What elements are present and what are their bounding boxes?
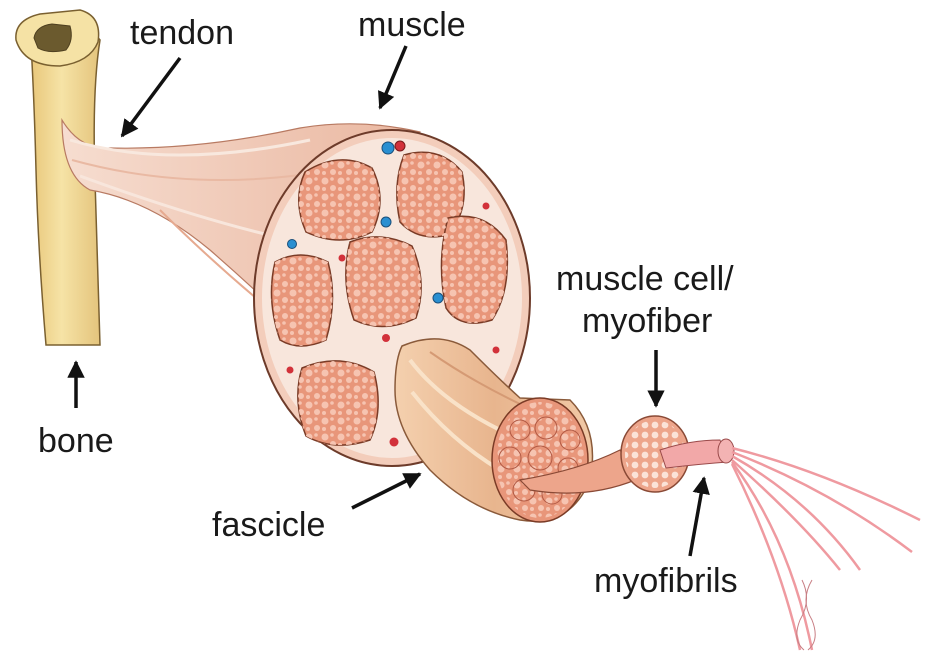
tendon-label: tendon	[130, 14, 234, 52]
muscle-cell-label-line1: muscle cell/	[556, 260, 734, 298]
myofibrils-illustration	[660, 439, 920, 650]
myofibrils-arrow	[690, 478, 704, 556]
tendon-arrow	[122, 58, 180, 136]
myofibrils-label: myofibrils	[594, 562, 738, 600]
muscle-arrow	[380, 46, 406, 108]
fascicle-arrow	[352, 474, 420, 508]
muscle-label: muscle	[358, 6, 466, 44]
bone-label: bone	[38, 422, 114, 460]
fascicle-label: fascicle	[212, 506, 325, 544]
muscle-cell-label-line2: myofiber	[582, 302, 712, 340]
